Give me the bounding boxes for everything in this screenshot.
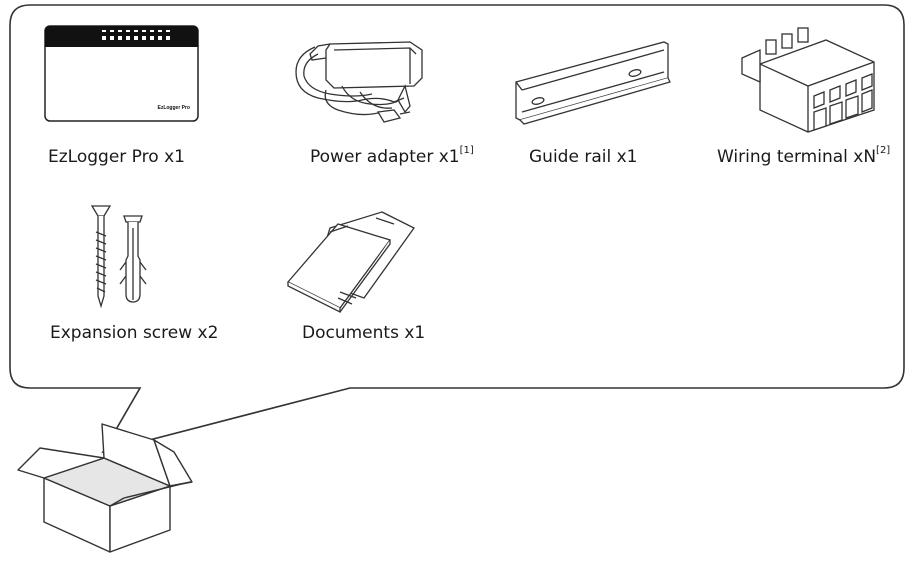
callout-bubble: [9, 4, 905, 454]
item-label-documents: Documents x1: [302, 323, 426, 343]
device-brand-text: EzLogger Pro: [157, 105, 190, 111]
item-label-expansion-screw: Expansion screw x2: [50, 323, 219, 343]
logger-device-icon: EzLogger Pro: [44, 25, 199, 122]
item-label-guide-rail: Guide rail x1: [529, 147, 638, 167]
item-label-ezlogger-pro: EzLogger Pro x1: [48, 147, 185, 167]
item-label-power-adapter: Power adapter x1[1]: [310, 145, 474, 167]
open-box-icon: [17, 423, 193, 553]
documents-icon: [286, 211, 415, 314]
footnote-marker: [1]: [459, 145, 474, 157]
footnote-marker: [2]: [876, 145, 891, 157]
item-label-wiring-terminal: Wiring terminal xN[2]: [717, 145, 891, 167]
power-adapter-icon: [295, 41, 423, 123]
wiring-terminal-icon: [741, 27, 875, 133]
expansion-screw-icon: [90, 205, 147, 309]
guide-rail-icon: [515, 41, 671, 125]
